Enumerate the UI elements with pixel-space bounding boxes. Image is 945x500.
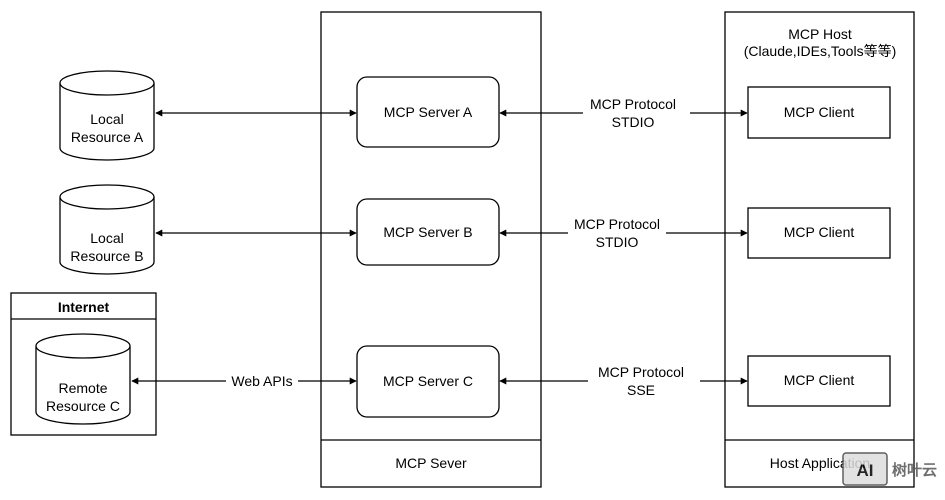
internet-title: Internet <box>58 299 110 315</box>
mcp-server-c: MCP Server C <box>356 345 500 418</box>
mcp-client-2: MCP Client <box>747 207 891 259</box>
protocol-label: SSE <box>627 382 655 398</box>
client-label: MCP Client <box>784 104 855 120</box>
protocol-label: STDIO <box>596 234 639 250</box>
resource-remote-c: Remote Resource C <box>35 333 131 425</box>
server-label: MCP Server A <box>384 104 473 120</box>
client-label: MCP Client <box>784 224 855 240</box>
protocol-label: MCP Protocol <box>598 364 684 380</box>
server-label: MCP Server C <box>383 373 473 389</box>
resource-label: Resource C <box>46 398 120 414</box>
resource-label: Resource B <box>70 248 143 264</box>
mcp-client-3: MCP Client <box>747 355 891 407</box>
mcp-client-1: MCP Client <box>747 86 891 139</box>
watermark-text: 树叶云 <box>892 461 937 479</box>
resource-label: Resource A <box>71 129 144 145</box>
watermark-badge-text: AI <box>857 461 874 480</box>
resource-local-b: Local Resource B <box>59 184 155 275</box>
protocol-label: MCP Protocol <box>574 216 660 232</box>
mcp-host-title: MCP Host <box>788 26 852 42</box>
watermark: AI 树叶云 <box>842 452 937 486</box>
mcp-server-footer-label: MCP Sever <box>395 455 467 471</box>
resource-label: Remote <box>58 380 107 396</box>
mcp-host-subtitle: (Claude,IDEs,Tools等等) <box>744 43 897 59</box>
resource-local-a: Local Resource A <box>59 70 155 161</box>
client-label: MCP Client <box>784 372 855 388</box>
resource-label: Local <box>90 111 123 127</box>
protocol-label: STDIO <box>612 114 655 130</box>
mcp-server-b: MCP Server B <box>356 198 500 266</box>
mcp-server-a: MCP Server A <box>356 76 500 148</box>
resource-label: Local <box>90 230 123 246</box>
watermark-badge <box>842 452 888 486</box>
web-apis-label: Web APIs <box>231 373 292 389</box>
server-label: MCP Server B <box>383 224 472 240</box>
protocol-label: MCP Protocol <box>590 96 676 112</box>
